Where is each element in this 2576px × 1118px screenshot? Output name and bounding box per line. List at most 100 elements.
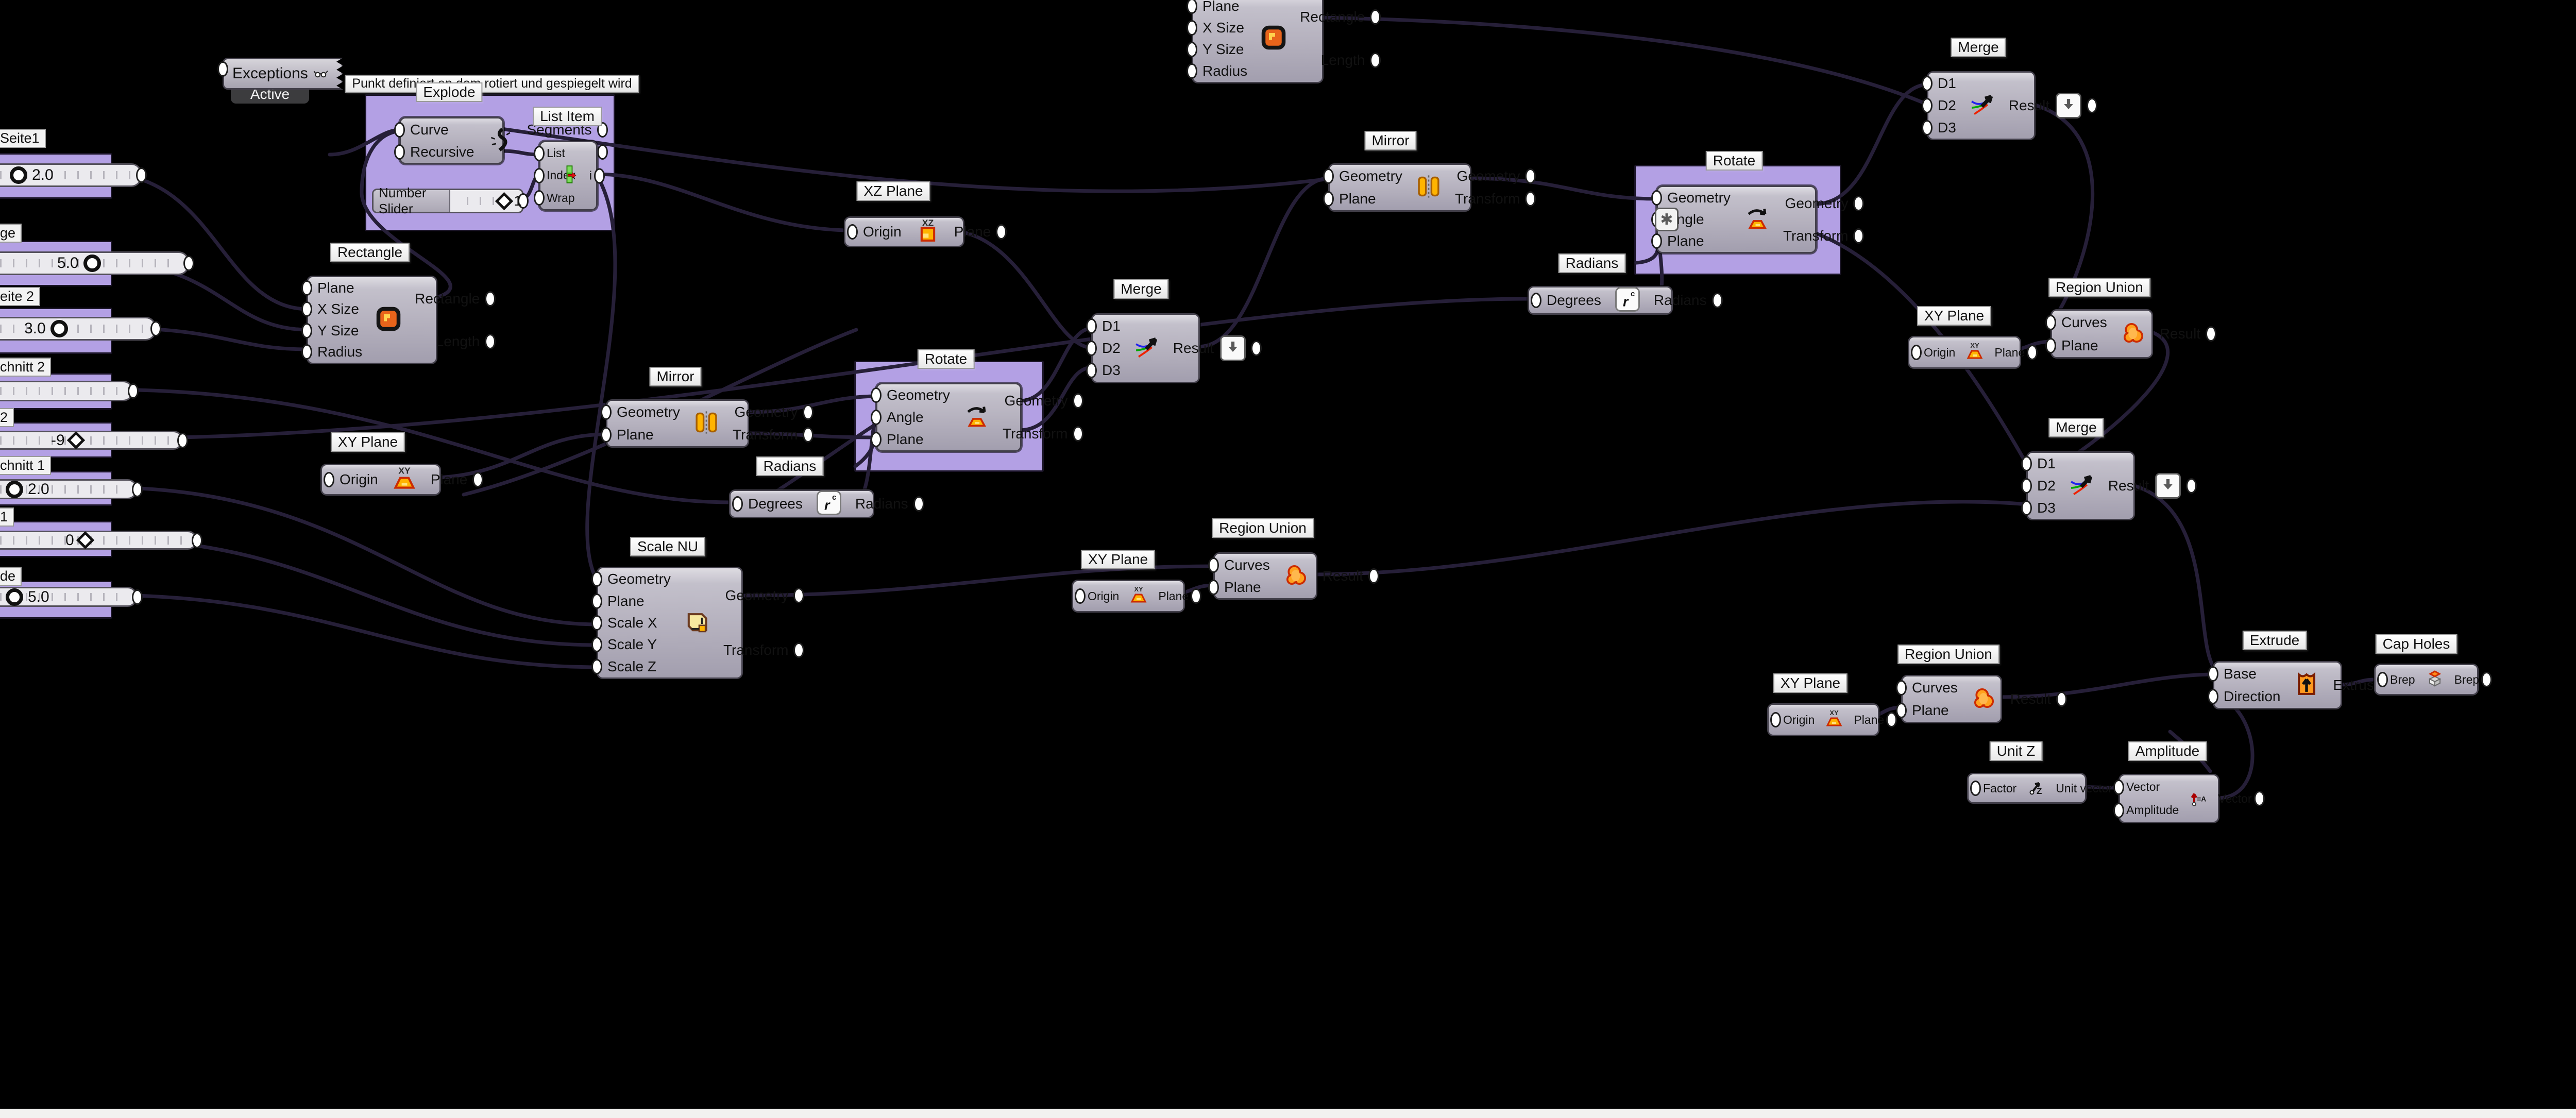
input-nub[interactable] — [1651, 233, 1662, 249]
input-param[interactable]: Vector — [2113, 779, 2185, 795]
slider-name-tag[interactable]: chnitt 2 — [0, 358, 52, 377]
input-param[interactable]: Degrees — [1531, 291, 1611, 310]
input-nub[interactable] — [871, 431, 882, 447]
input-nub[interactable] — [1208, 579, 1219, 595]
output-param[interactable]: i — [583, 168, 605, 184]
input-nub[interactable] — [1187, 63, 1197, 79]
menu-button[interactable] — [2056, 93, 2082, 118]
input-param[interactable]: Base — [2208, 665, 2290, 683]
output-nub[interactable] — [2253, 791, 2265, 806]
input-param[interactable]: Origin — [847, 223, 911, 241]
input-nub[interactable] — [2113, 802, 2124, 818]
output-param[interactable]: Plane — [421, 470, 484, 489]
input-param[interactable]: Amplitude — [2113, 802, 2185, 818]
input-nub[interactable] — [1075, 588, 1086, 604]
number-slider[interactable]: 2.0 — [0, 479, 143, 499]
output-param[interactable]: Geometry — [1776, 194, 1865, 213]
output-param[interactable]: Result — [2001, 690, 2067, 708]
input-nub[interactable] — [1323, 191, 1334, 207]
input-nub[interactable] — [534, 190, 545, 206]
input-param[interactable]: Plane — [871, 430, 959, 449]
input-param[interactable]: X Size — [1187, 19, 1257, 37]
input-param[interactable]: D3 — [1086, 361, 1130, 380]
input-nub[interactable] — [324, 472, 334, 487]
output-param[interactable]: Result — [1999, 92, 2098, 120]
node-name-tag[interactable]: Radians — [1558, 253, 1626, 273]
node-name-tag[interactable]: Extrude — [2242, 631, 2307, 650]
menu-button[interactable] — [2155, 473, 2181, 499]
input-param[interactable]: Geometry — [871, 386, 959, 404]
input-nub[interactable] — [394, 144, 405, 160]
input-nub[interactable] — [1922, 120, 1933, 135]
input-nub[interactable] — [301, 344, 312, 360]
input-param[interactable]: Y Size — [1187, 40, 1257, 59]
output-param[interactable]: Brep — [2448, 672, 2493, 688]
node-name-tag[interactable]: Region Union — [2048, 278, 2150, 297]
output-nub[interactable] — [192, 532, 202, 548]
input-param[interactable]: Scale Z — [591, 657, 680, 676]
output-param[interactable]: Rectangle — [1291, 8, 1381, 26]
node-name-tag[interactable]: Rotate — [917, 349, 975, 369]
slider-knob[interactable] — [66, 431, 85, 450]
node-name-tag[interactable]: Scale NU — [630, 537, 706, 556]
input-nub[interactable] — [1086, 340, 1097, 356]
output-nub[interactable] — [485, 333, 496, 349]
input-param[interactable]: Factor — [1970, 781, 2023, 797]
input-param[interactable]: D3 — [2021, 499, 2065, 517]
output-nub[interactable] — [803, 404, 814, 420]
slider-name-tag[interactable]: de — [0, 567, 22, 586]
input-param[interactable]: D3 — [1922, 118, 1965, 137]
number-slider[interactable]: 2.0 — [0, 163, 147, 187]
number-slider[interactable]: 3.0 — [0, 317, 161, 341]
input-nub[interactable] — [1911, 345, 1922, 360]
output-param[interactable]: Transform — [993, 425, 1084, 443]
input-param[interactable]: Plane — [1187, 0, 1257, 15]
output-nub[interactable] — [2087, 98, 2098, 113]
output-param[interactable]: Vector — [2212, 791, 2265, 807]
node-name-tag[interactable]: Rectangle — [330, 243, 410, 262]
output-nub[interactable] — [177, 432, 188, 448]
input-nub[interactable] — [301, 323, 312, 338]
input-nub[interactable] — [1922, 76, 1933, 92]
number-slider[interactable]: 5.0 — [0, 587, 143, 607]
slider-name-tag[interactable]: 1 — [0, 507, 14, 527]
input-param[interactable]: Wrap — [534, 190, 596, 206]
input-param[interactable]: X Size — [301, 300, 371, 318]
slider-name-tag[interactable]: Seite1 — [0, 129, 46, 148]
input-param[interactable]: Curves — [1208, 556, 1279, 574]
node-name-tag[interactable]: Amplitude — [2128, 741, 2207, 761]
node-name-tag[interactable]: Radians — [756, 456, 824, 476]
input-param[interactable]: Origin — [1911, 345, 1961, 361]
number-slider[interactable]: 5.0 — [0, 251, 194, 275]
input-nub[interactable] — [2377, 672, 2388, 687]
output-param[interactable]: Result — [2099, 472, 2197, 500]
node-name-tag[interactable]: Merge — [1113, 279, 1169, 299]
output-param[interactable]: Geometry — [995, 392, 1084, 410]
slider-name-tag[interactable]: eite 2 — [0, 287, 41, 306]
number-slider[interactable]: -9 — [0, 431, 188, 450]
node-name-tag[interactable]: XY Plane — [1917, 306, 1992, 326]
output-nub[interactable] — [597, 144, 608, 160]
input-param[interactable]: Recursive — [394, 143, 483, 161]
output-nub[interactable] — [132, 481, 143, 497]
output-param[interactable]: Result — [1164, 334, 1262, 362]
input-param[interactable]: D2 — [1922, 96, 1965, 115]
output-nub[interactable] — [1853, 195, 1865, 211]
input-param[interactable]: D1 — [2021, 454, 2065, 473]
output-param[interactable]: Plane — [1848, 712, 1897, 728]
output-nub[interactable] — [1251, 341, 1262, 356]
input-nub[interactable] — [847, 224, 858, 240]
input-nub[interactable] — [591, 615, 602, 631]
